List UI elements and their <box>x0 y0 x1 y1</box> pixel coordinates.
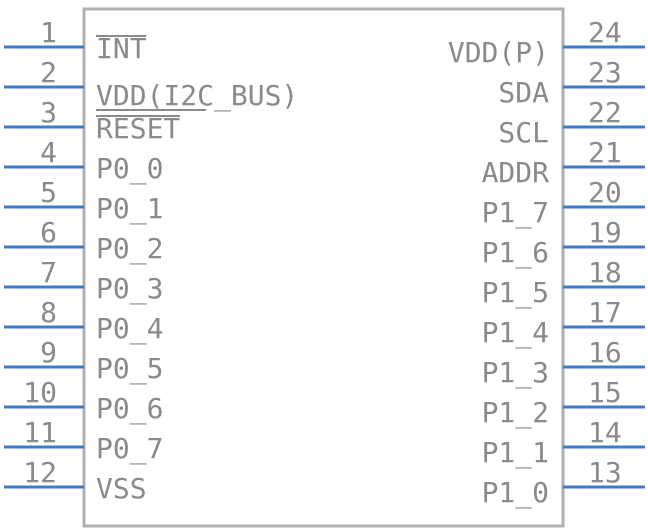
pin-number-17: 17 <box>588 296 622 329</box>
pin-label-int: INT <box>96 32 147 65</box>
pin-number-5: 5 <box>40 176 57 209</box>
pin-number-7: 7 <box>40 256 57 289</box>
pin-number-19: 19 <box>588 216 622 249</box>
pin-label-reset: RESET <box>96 112 180 145</box>
pin-label-p0-5: P0_5 <box>96 352 163 386</box>
pin-label-p0-2: P0_2 <box>96 232 163 266</box>
pin-number-14: 14 <box>588 416 622 449</box>
pin-number-23: 23 <box>588 56 622 89</box>
pin-number-10: 10 <box>23 376 57 409</box>
pin-label-vss: VSS <box>96 472 147 505</box>
pin-number-24: 24 <box>588 16 622 49</box>
pin-number-6: 6 <box>40 216 57 249</box>
pin-label-p0-4: P0_4 <box>96 312 163 346</box>
pin-number-4: 4 <box>40 136 57 169</box>
pin-label-scl: SCL <box>498 116 549 149</box>
pin-label-p1-3: P1_3 <box>482 356 549 390</box>
pin-number-1: 1 <box>40 16 57 49</box>
pin-number-16: 16 <box>588 336 622 369</box>
pin-number-18: 18 <box>588 256 622 289</box>
pin-label-addr: ADDR <box>482 156 550 189</box>
pin-label-sda: SDA <box>498 76 549 109</box>
pin-number-9: 9 <box>40 336 57 369</box>
pin-number-20: 20 <box>588 176 622 209</box>
pin-label-p1-2: P1_2 <box>482 396 549 430</box>
pin-label-vdd-i2c-bus: VDD(I2C_BUS) <box>96 79 298 113</box>
pin-number-2: 2 <box>40 56 57 89</box>
pin-label-p0-1: P0_1 <box>96 192 163 226</box>
pin-number-8: 8 <box>40 296 57 329</box>
pin-number-22: 22 <box>588 96 622 129</box>
pin-label-p0-3: P0_3 <box>96 272 163 306</box>
pin-label-p0-0: P0_0 <box>96 152 163 186</box>
pin-number-21: 21 <box>588 136 622 169</box>
pin-number-3: 3 <box>40 96 57 129</box>
pin-label-p1-1: P1_1 <box>482 436 549 470</box>
pin-label-p1-7: P1_7 <box>482 196 549 230</box>
pin-label-vdd-p: VDD(P) <box>448 36 549 69</box>
pin-label-p1-5: P1_5 <box>482 276 549 310</box>
pin-label-p0-7: P0_7 <box>96 432 163 466</box>
pin-number-13: 13 <box>588 456 622 489</box>
pin-number-11: 11 <box>23 416 57 449</box>
pin-label-p1-6: P1_6 <box>482 236 549 270</box>
pin-label-p1-4: P1_4 <box>482 316 549 350</box>
pin-label-p1-0: P1_0 <box>482 476 549 510</box>
ic-body-outline <box>82 7 565 528</box>
pin-number-12: 12 <box>23 456 57 489</box>
pin-number-15: 15 <box>588 376 622 409</box>
pin-label-p0-6: P0_6 <box>96 392 163 426</box>
